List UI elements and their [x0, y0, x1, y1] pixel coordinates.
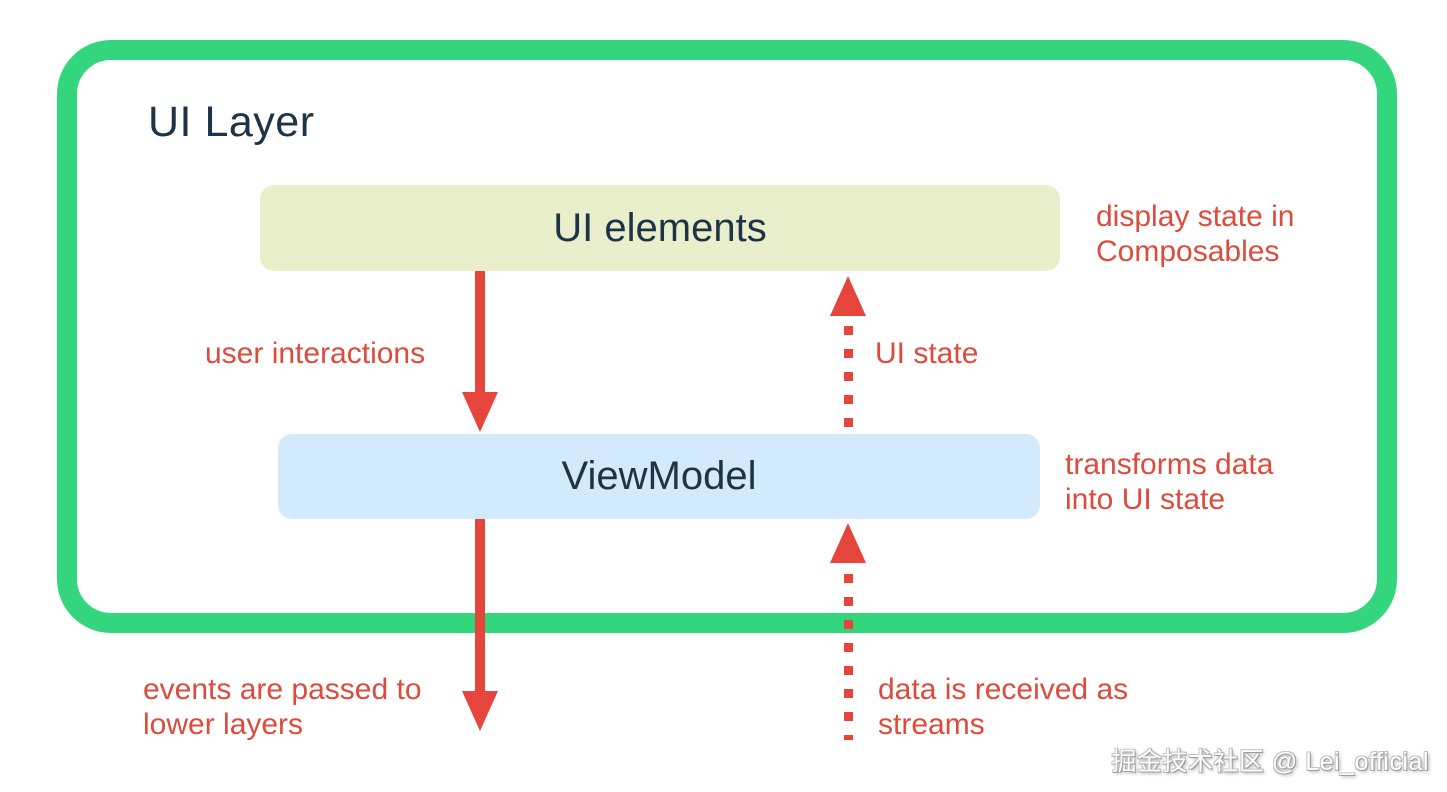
events-arrow-shaft — [475, 519, 485, 694]
ui-state-arrow-shaft — [844, 326, 853, 436]
ui-state-label: UI state — [875, 337, 979, 370]
display-state-annotation: display state in Composables — [1096, 200, 1295, 268]
events-arrowhead-icon — [462, 691, 498, 731]
data-streams-arrow-shaft — [844, 574, 853, 740]
viewmodel-label: ViewModel — [561, 454, 757, 498]
diagram-title: UI Layer — [148, 98, 315, 146]
ui-layer-frame — [57, 40, 1397, 633]
watermark: 掘金技术社区 @ Lei_official — [1111, 748, 1429, 776]
ui-elements-label: UI elements — [553, 205, 767, 250]
ui-state-arrowhead-icon — [830, 276, 866, 316]
user-interactions-arrow-shaft — [475, 271, 485, 396]
transforms-data-annotation: transforms data into UI state — [1065, 448, 1274, 516]
ui-elements-box: UI elements — [260, 185, 1060, 271]
data-received-label: data is received as streams — [878, 673, 1129, 741]
user-interactions-arrowhead-icon — [462, 392, 498, 432]
user-interactions-label: user interactions — [205, 337, 426, 370]
events-passed-label: events are passed to lower layers — [143, 673, 422, 741]
data-streams-arrowhead-icon — [830, 523, 866, 563]
viewmodel-box: ViewModel — [278, 434, 1040, 519]
